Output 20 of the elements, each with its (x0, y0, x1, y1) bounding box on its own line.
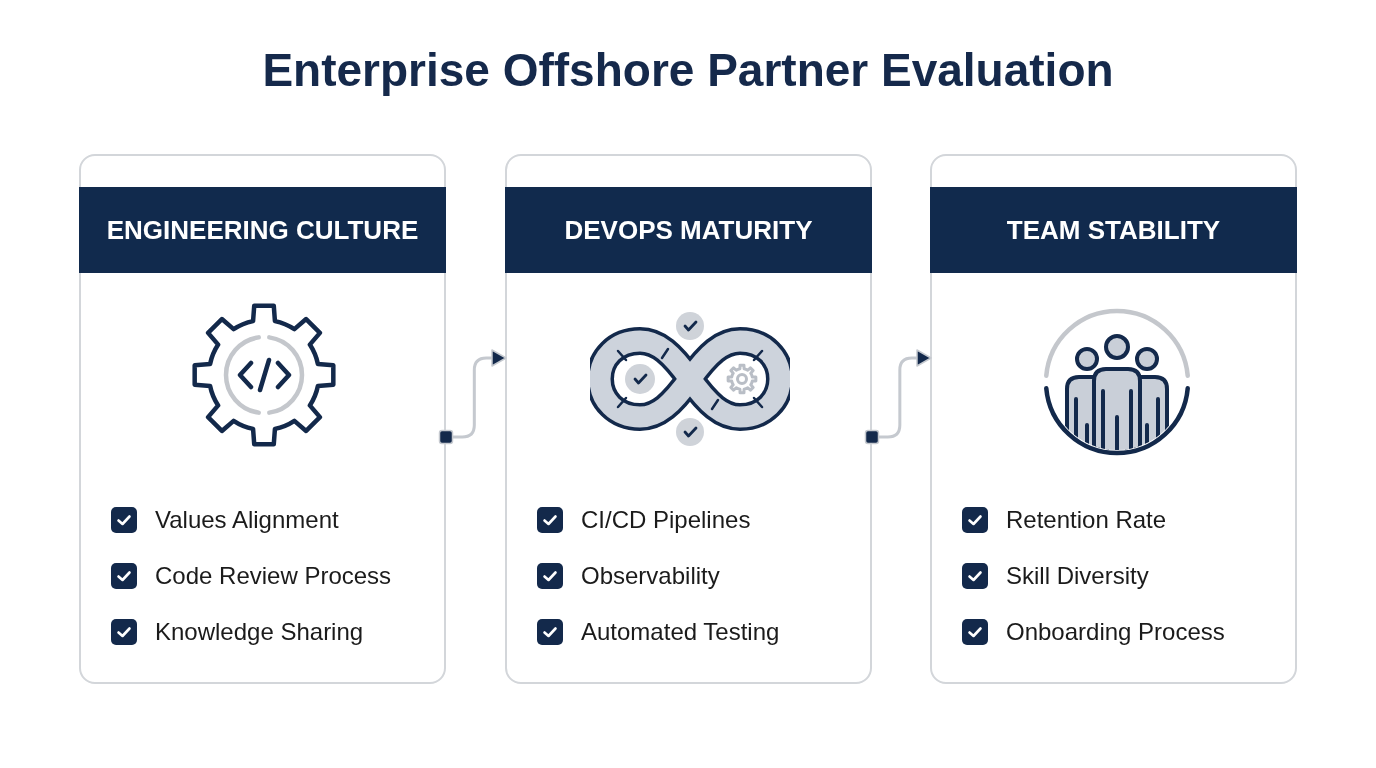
criterion-text: Code Review Process (155, 562, 392, 590)
criterion-text: Automated Testing (581, 618, 780, 646)
criterion-text: Retention Rate (1006, 506, 1167, 534)
card-header (505, 187, 872, 273)
criteria-card (79, 154, 446, 684)
card-title: ENGINEERING CULTURE (106, 215, 419, 245)
criterion-text: CI/CD Pipelines (581, 506, 751, 534)
card-header (79, 187, 446, 273)
criterion-text: Onboarding Process (1006, 618, 1225, 646)
criteria-card (930, 154, 1297, 684)
criterion-text: Values Alignment (155, 506, 339, 534)
diagram-title: Enterprise Offshore Partner Evaluation (261, 43, 1115, 98)
card-title: TEAM STABILITY (1006, 215, 1221, 245)
criterion-text: Observability (581, 562, 720, 590)
card-title: DEVOPS MATURITY (564, 215, 813, 245)
card-header (930, 187, 1297, 273)
criteria-card (505, 154, 872, 684)
connector-arrow (864, 349, 932, 445)
criterion-text: Skill Diversity (1006, 562, 1149, 590)
criterion-text: Knowledge Sharing (155, 618, 364, 646)
